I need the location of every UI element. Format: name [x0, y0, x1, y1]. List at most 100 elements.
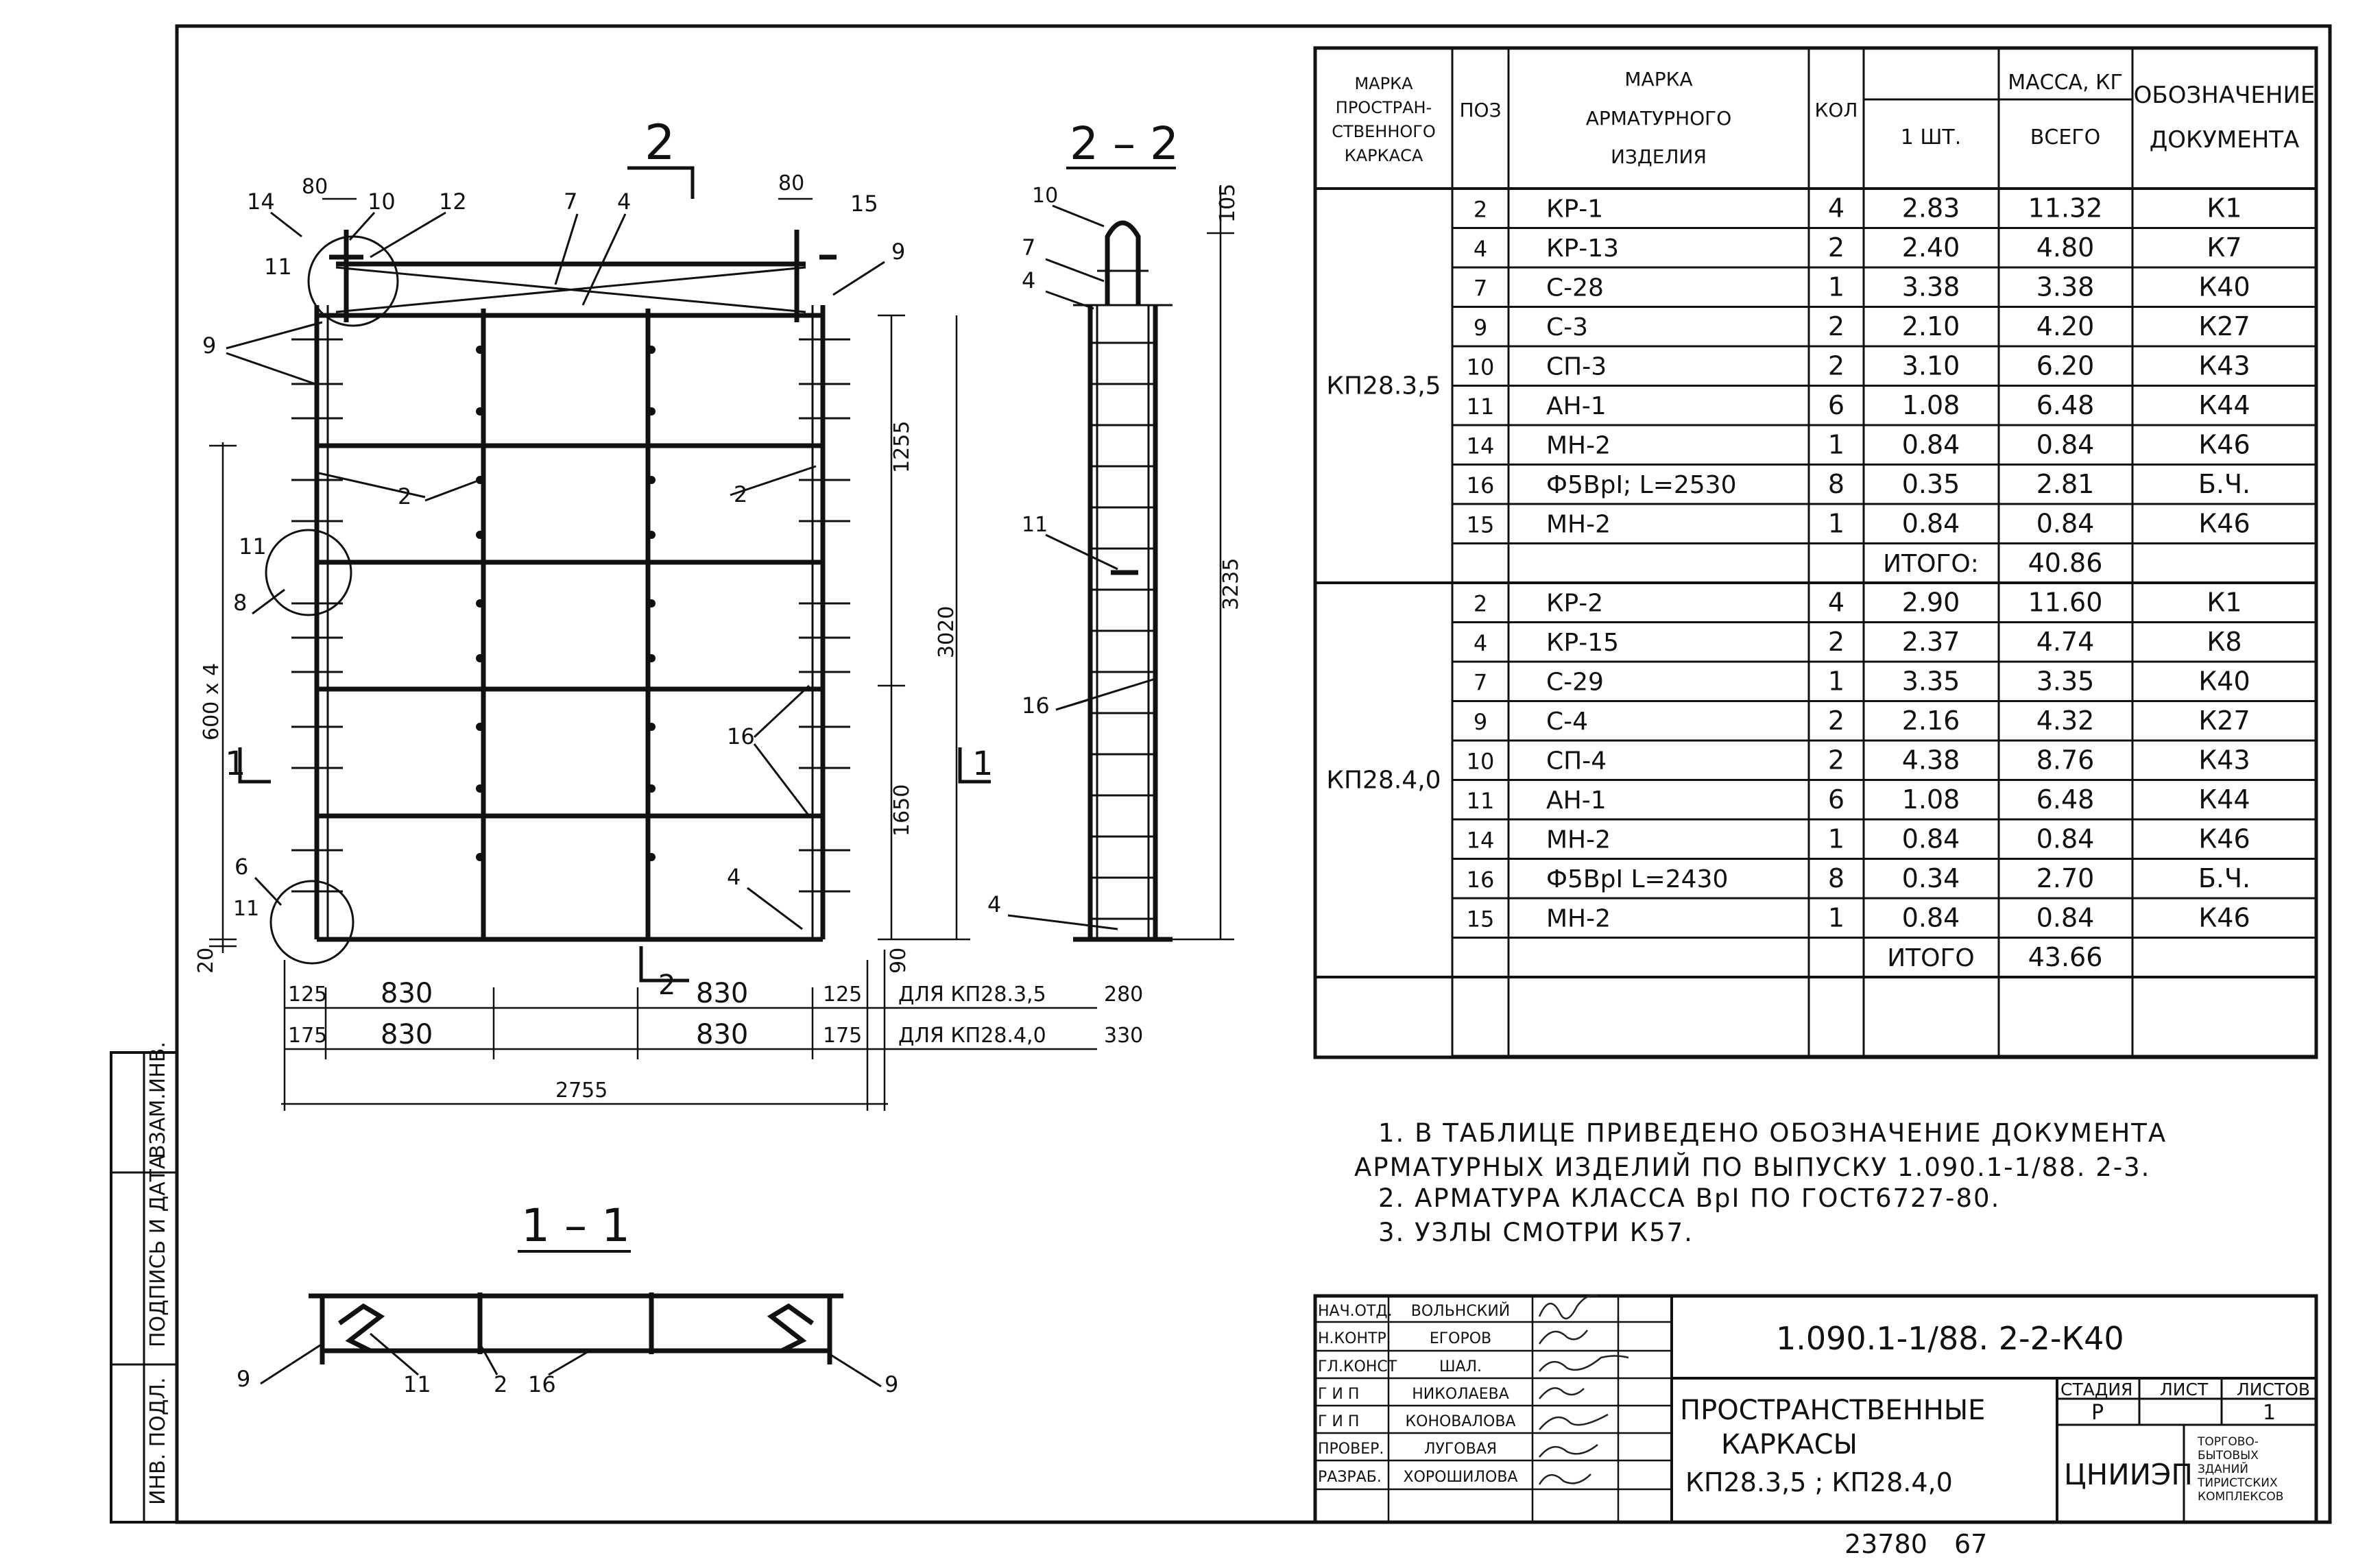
cell-mass-unit: 2.90	[1902, 587, 1960, 617]
cell-mass-unit: 3.10	[1902, 350, 1960, 381]
cell-doc: К46	[2198, 823, 2250, 854]
org-desc-1: ТОРГОВО-	[2197, 1435, 2259, 1449]
dim-2755: 2755	[555, 1079, 608, 1103]
cell-item-mark: КР-2	[1546, 589, 1603, 617]
callout-6: 6	[235, 854, 248, 880]
cell-qty: 2	[1828, 706, 1844, 736]
view-title-2-2: 2 – 2	[1070, 117, 1179, 170]
cut-label-1-right: 1	[972, 745, 994, 783]
cell-doc: К46	[2198, 902, 2250, 933]
cell-mass-unit: 2.40	[1902, 232, 1960, 263]
cell-mass-total: 2.81	[2036, 469, 2095, 499]
dim-280: 280	[1104, 983, 1143, 1007]
cell-mass-unit: 0.84	[1902, 429, 1960, 459]
dim-20: 20	[194, 948, 218, 974]
dim-for-kp40: ДЛЯ КП28.4,0	[898, 1024, 1046, 1048]
cell-doc: К40	[2198, 272, 2250, 302]
cell-mass-unit: 2.10	[1902, 311, 1960, 341]
cell-doc: К44	[2198, 784, 2250, 815]
doc-code: 1.090.1-1/88. 2-2-К40	[1776, 1320, 2124, 1357]
header-pos: ПОЗ	[1459, 99, 1501, 121]
header-mass-total: ВСЕГО	[2030, 125, 2100, 149]
header-mass-unit: 1 ШТ.	[1901, 125, 1962, 149]
cell-mass-unit: 0.84	[1902, 823, 1960, 854]
callout-9-right: 9	[891, 239, 905, 265]
dim-830-c: 830	[381, 1019, 433, 1050]
callout-2-sec: 2	[494, 1371, 507, 1397]
dim-330: 330	[1104, 1024, 1143, 1048]
cell-pos: 16	[1467, 867, 1495, 893]
organization: ЦНИИЭП	[2064, 1458, 2193, 1491]
cell-mass-unit: 1.08	[1902, 784, 1960, 815]
callout-16: 16	[727, 723, 755, 749]
callout-4-side: 4	[1022, 267, 1035, 293]
cell-qty: 2	[1828, 350, 1844, 381]
cell-mass-unit: 0.35	[1902, 469, 1960, 499]
header-frame-mark-1: МАРКА	[1354, 74, 1413, 93]
title-line-3: КП28.3,5 ; КП28.4,0	[1685, 1467, 1953, 1497]
callout-14: 14	[247, 189, 275, 215]
callout-11-top: 11	[264, 254, 292, 280]
side-view-2-2: 2 – 2 10 7 4 11 16 4	[987, 117, 1243, 942]
cell-qty: 2	[1828, 311, 1844, 341]
cell-item-mark: МН-2	[1546, 510, 1611, 538]
cell-item-mark: С-4	[1546, 708, 1588, 736]
cell-mass-unit: 0.84	[1902, 902, 1960, 933]
cell-total-label: ИТОГО:	[1883, 550, 1979, 578]
cell-item-mark: С-3	[1546, 313, 1588, 341]
dim-600x4: 600 x 4	[200, 663, 224, 741]
header-frame-mark-3: СТВЕННОГО	[1332, 122, 1436, 141]
dim-830-b: 830	[696, 978, 748, 1009]
cell-qty: 8	[1828, 863, 1844, 893]
cell-qty: 1	[1828, 508, 1844, 538]
side-label-original: ИНВ. ПОДЛ.	[146, 1377, 170, 1505]
callout-12: 12	[439, 189, 467, 215]
callout-10: 10	[368, 189, 396, 215]
cell-pos: 2	[1474, 590, 1487, 616]
cell-doc: К46	[2198, 508, 2250, 538]
cell-mass-total: 3.35	[2036, 666, 2095, 696]
sig-role: Г И П	[1318, 1413, 1359, 1430]
side-label-signature: ПОДПИСЬ И ДАТА	[146, 1155, 170, 1347]
cell-doc: К7	[2207, 232, 2241, 263]
cell-qty: 4	[1828, 193, 1844, 223]
front-view-dimensions: 80 80 1255 3020 1650 600 x 4 20 90 125 8…	[194, 171, 1143, 1111]
cell-doc: К8	[2207, 627, 2241, 657]
cell-mass-total: 6.48	[2036, 390, 2095, 420]
cell-mass-total: 6.48	[2036, 784, 2095, 815]
header-doc-2: ДОКУМЕНТА	[2150, 126, 2300, 154]
sig-role: ГЛ.КОНСТ	[1318, 1358, 1397, 1375]
sig-name: ЕГОРОВ	[1430, 1330, 1491, 1347]
note-line-3: 2. АРМАТУРА КЛАССА ВрI ПО ГОСТ6727-80.	[1378, 1183, 2000, 1213]
cell-doc: К40	[2198, 666, 2250, 696]
cell-pos: 7	[1474, 275, 1487, 301]
dim-830-d: 830	[696, 1019, 748, 1050]
cell-item-mark: МН-2	[1546, 431, 1611, 459]
callout-15: 15	[850, 191, 878, 217]
callout-9-sec-right: 9	[885, 1371, 898, 1397]
cell-mass-total: 2.70	[2036, 863, 2095, 893]
sig-name: КОНОВАЛОВА	[1406, 1413, 1516, 1430]
archive-sheet: 67	[1954, 1529, 1987, 1559]
sig-name: ЛУГОВАЯ	[1424, 1441, 1497, 1458]
cell-mass-total: 4.80	[2036, 232, 2095, 263]
stage-header: СТАДИЯ	[2060, 1380, 2132, 1399]
cell-item-mark: КР-15	[1546, 629, 1619, 657]
dim-1650: 1650	[890, 784, 914, 837]
cell-qty: 1	[1828, 823, 1844, 854]
sheet-number: 1	[2263, 1401, 2276, 1425]
title-line-2: КАРКАСЫ	[1721, 1429, 1858, 1460]
callout-2-left: 2	[398, 483, 411, 509]
cell-item-mark: КР-1	[1546, 195, 1603, 223]
cell-mass-unit: 3.38	[1902, 272, 1960, 302]
cell-mass-total: 11.60	[2028, 587, 2103, 617]
cell-mass-unit: 0.34	[1902, 863, 1960, 893]
cell-pos: 11	[1467, 394, 1495, 420]
cell-pos: 4	[1474, 236, 1487, 262]
sig-name: НИКОЛАЕВА	[1412, 1386, 1509, 1403]
cell-pos: 10	[1467, 748, 1495, 774]
cell-qty: 8	[1828, 469, 1844, 499]
cell-mass-unit: 4.38	[1902, 745, 1960, 775]
